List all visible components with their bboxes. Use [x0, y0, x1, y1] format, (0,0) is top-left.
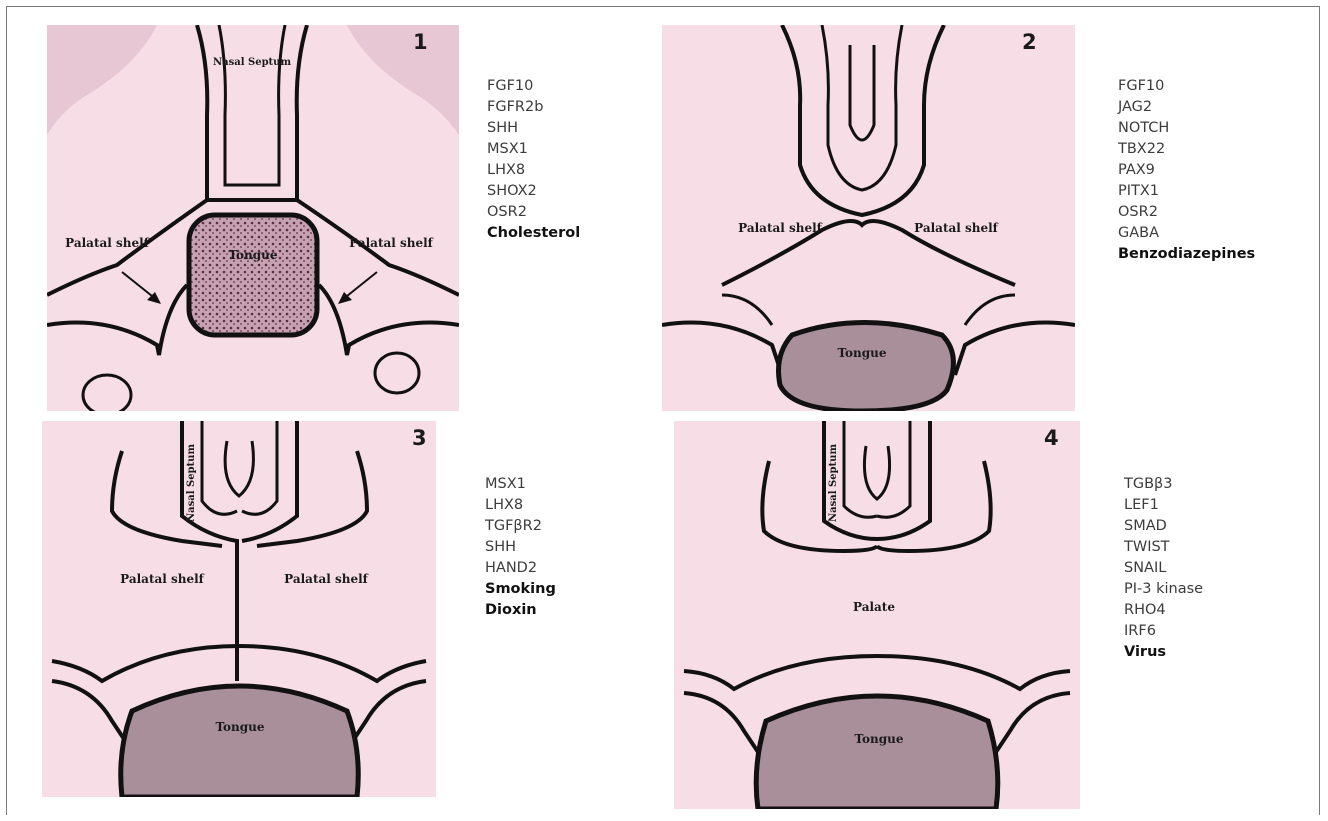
gene-item: SNAIL	[1124, 558, 1203, 579]
panel-2-shelf-left-label: Palatal shelf	[738, 221, 823, 235]
panel-1-number: 1	[413, 30, 428, 54]
gene-item: SMAD	[1124, 516, 1203, 537]
gene-item: FGFR2b	[487, 97, 580, 118]
panel-1-shelf-right-label: Palatal shelf	[349, 236, 434, 250]
panel-1-section-image: Nasal Septum Palatal shelf Palatal shelf…	[47, 25, 459, 411]
gene-item: GABA	[1118, 223, 1255, 244]
panel-3-gene-list: MSX1 LHX8 TGFβR2 SHH HAND2 Smoking Dioxi…	[485, 474, 556, 621]
panel-1-gene-list: FGF10 FGFR2b SHH MSX1 LHX8 SHOX2 OSR2 Ch…	[487, 76, 580, 244]
gene-item: TGBβ3	[1124, 474, 1203, 495]
gene-item: FGF10	[487, 76, 580, 97]
panel-4-number: 4	[1044, 426, 1059, 450]
gene-item: TGFβR2	[485, 516, 556, 537]
panel-3-number: 3	[412, 426, 427, 450]
environmental-factor: Virus	[1124, 642, 1203, 663]
environmental-factor: Cholesterol	[487, 223, 580, 244]
panel-3-septum-label: Nasal Septum	[186, 444, 197, 522]
gene-item: MSX1	[487, 139, 580, 160]
panel-4-section-image: Nasal Septum Palate Tongue 4	[674, 421, 1080, 809]
panel-3-drawing: Nasal Septum Palatal shelf Palatal shelf…	[42, 421, 436, 797]
panel-4-tongue-label: Tongue	[854, 732, 903, 746]
panel-3-shelf-left-label: Palatal shelf	[120, 572, 205, 586]
gene-item: MSX1	[485, 474, 556, 495]
panel-1-shelf-left-label: Palatal shelf	[65, 236, 150, 250]
gene-item: TWIST	[1124, 537, 1203, 558]
panel-3-shelf-right-label: Palatal shelf	[284, 572, 369, 586]
panel-3-tongue-label: Tongue	[215, 720, 264, 734]
panel-2-drawing: Palatal shelf Palatal shelf Tongue	[662, 25, 1075, 411]
environmental-factor: Benzodiazepines	[1118, 244, 1255, 265]
environmental-factor: Dioxin	[485, 600, 556, 621]
gene-item: LEF1	[1124, 495, 1203, 516]
panel-2-shelf-right-label: Palatal shelf	[914, 221, 999, 235]
gene-item: IRF6	[1124, 621, 1203, 642]
gene-item: LHX8	[487, 160, 580, 181]
gene-item: JAG2	[1118, 97, 1255, 118]
panel-2-gene-list: FGF10 JAG2 NOTCH TBX22 PAX9 PITX1 OSR2 G…	[1118, 76, 1255, 265]
gene-item: OSR2	[1118, 202, 1255, 223]
panel-4-drawing: Nasal Septum Palate Tongue	[674, 421, 1080, 809]
panel-2-section-image: Palatal shelf Palatal shelf Tongue 2	[662, 25, 1075, 411]
panel-2-tongue-label: Tongue	[837, 346, 886, 360]
gene-item: PI-3 kinase	[1124, 579, 1203, 600]
gene-item: TBX22	[1118, 139, 1255, 160]
gene-item: RHO4	[1124, 600, 1203, 621]
panel-4-palate-label: Palate	[853, 600, 895, 614]
panel-2-number: 2	[1022, 30, 1037, 54]
gene-item: SHH	[485, 537, 556, 558]
gene-item: PITX1	[1118, 181, 1255, 202]
panel-1-septum-label: Nasal Septum	[213, 57, 291, 68]
gene-item: SHH	[487, 118, 580, 139]
gene-item: PAX9	[1118, 160, 1255, 181]
panel-1-drawing: Nasal Septum Palatal shelf Palatal shelf…	[47, 25, 459, 411]
environmental-factor: Smoking	[485, 579, 556, 600]
gene-item: OSR2	[487, 202, 580, 223]
panel-4-gene-list: TGBβ3 LEF1 SMAD TWIST SNAIL PI-3 kinase …	[1124, 474, 1203, 663]
gene-item: NOTCH	[1118, 118, 1255, 139]
gene-item: SHOX2	[487, 181, 580, 202]
panel-3-section-image: Nasal Septum Palatal shelf Palatal shelf…	[42, 421, 436, 797]
panel-1-tongue-label: Tongue	[228, 248, 277, 262]
gene-item: HAND2	[485, 558, 556, 579]
gene-item: LHX8	[485, 495, 556, 516]
gene-item: FGF10	[1118, 76, 1255, 97]
panel-4-septum-label: Nasal Septum	[828, 444, 839, 522]
